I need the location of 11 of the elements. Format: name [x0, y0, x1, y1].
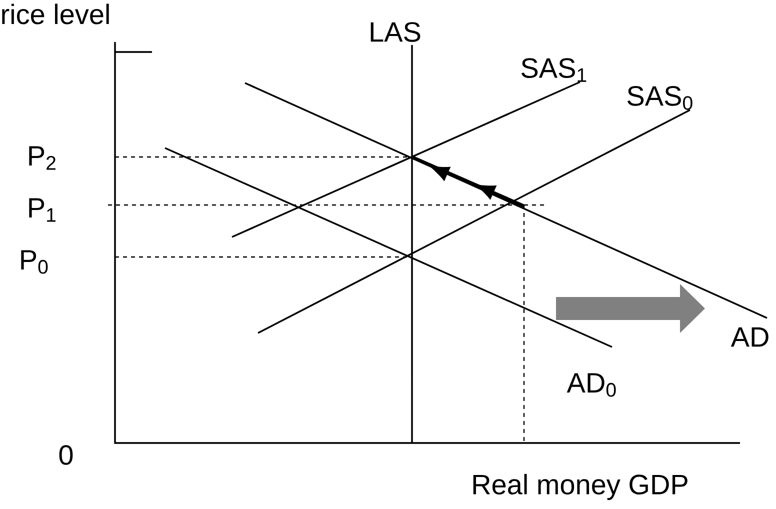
axis-label: SAS$_{0}$ — [627, 86, 692, 110]
axis-label: rice level — [2, 4, 109, 24]
axis-label: P$_{0}$ — [21, 250, 48, 274]
axis-label: P$_{2}$ — [29, 146, 56, 170]
axis-label: Real money GDP — [473, 474, 688, 500]
axis-label: SAS$_{1}$ — [521, 58, 586, 82]
axis-label: AD$_{0}$ — [566, 373, 616, 397]
axis-label: LAS — [370, 22, 420, 42]
axis-label: P$_{1}$ — [29, 198, 56, 222]
axis-label: AD — [730, 327, 768, 347]
axis-label: 0 — [59, 445, 73, 465]
